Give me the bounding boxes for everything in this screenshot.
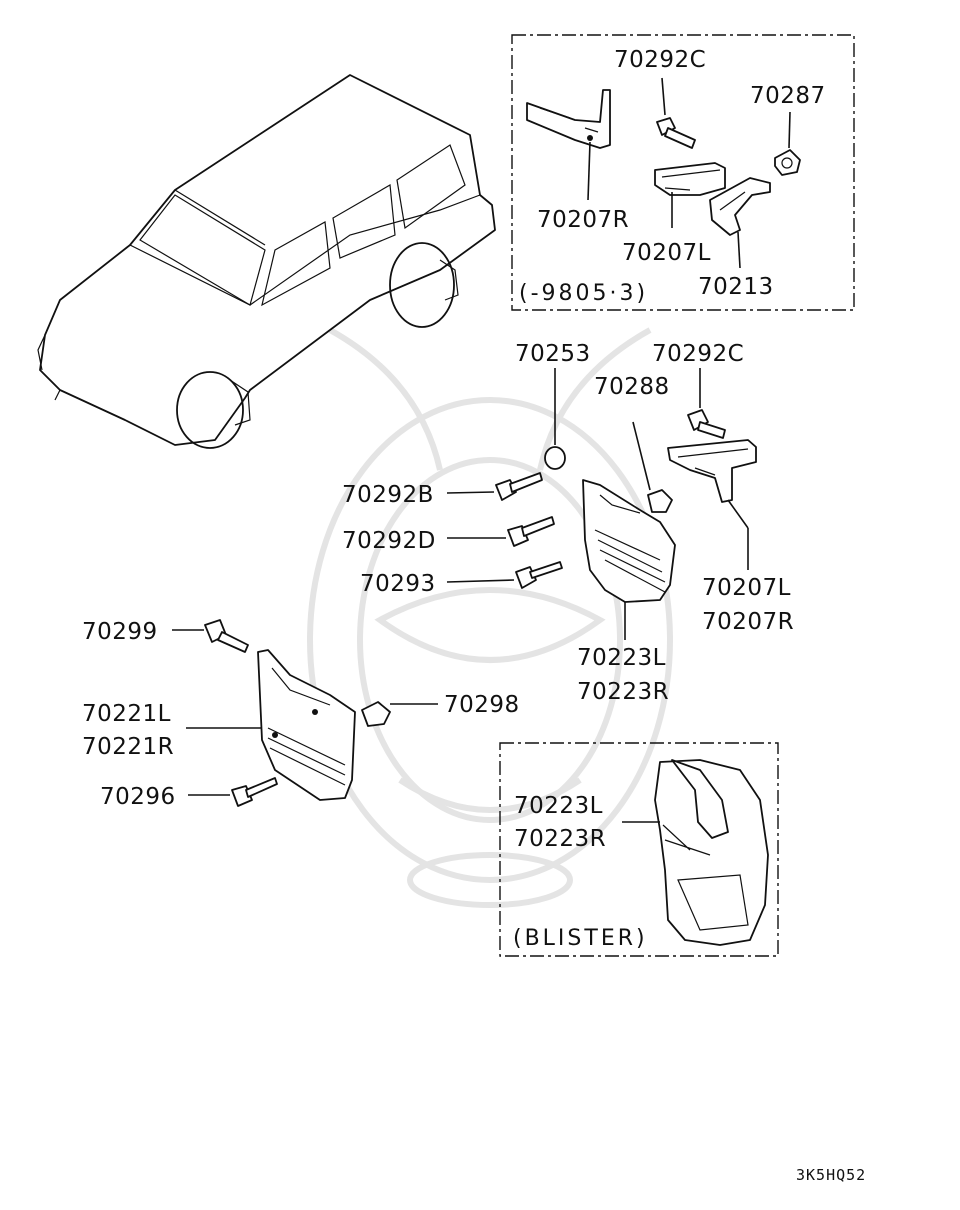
date-range-note: (-9805·3): [519, 281, 648, 306]
part-label: 70213: [698, 274, 774, 300]
bolt-icon: [687, 368, 726, 439]
bolt-icon: [188, 777, 278, 807]
diagram-code: 3K5HQ52: [796, 1166, 866, 1184]
part-label: 70288: [594, 374, 670, 400]
part-label: 70292D: [342, 528, 436, 554]
bracket-icon: [709, 177, 771, 236]
watermark-emblem-icon: [307, 327, 673, 908]
bracket-icon: [526, 89, 611, 149]
part-label: 70253: [515, 341, 591, 367]
bracket-icon: [654, 162, 726, 196]
bolt-icon: [446, 472, 543, 501]
bracket-icon: [667, 439, 757, 570]
bolt-icon: [446, 561, 563, 589]
part-label: 70223L: [577, 645, 666, 671]
grommet-icon: [632, 421, 673, 513]
mud-flap-icon: [582, 479, 676, 640]
bolt-icon: [656, 77, 696, 149]
part-label: 70292B: [342, 482, 434, 508]
bolt-icon: [172, 619, 249, 653]
mud-flap-icon: [257, 649, 356, 801]
variant-box-9805: [511, 34, 855, 311]
part-label: 70207L: [702, 575, 791, 601]
nut-icon: [774, 111, 801, 176]
part-label: 70293: [360, 571, 436, 597]
bolt-icon: [447, 516, 555, 547]
grommet-icon: [544, 368, 566, 470]
mud-flap-icon: [654, 759, 769, 946]
grommet-icon: [361, 701, 438, 727]
part-label: 70296: [100, 784, 176, 810]
part-label: 70221L: [82, 701, 171, 727]
part-label: 70298: [444, 692, 520, 718]
part-label: 70207R: [537, 207, 629, 233]
part-label: 70223R: [514, 826, 606, 852]
part-label: 70223L: [514, 793, 603, 819]
part-label: 70223R: [577, 679, 669, 705]
part-label: 70207L: [622, 240, 711, 266]
part-label: 70287: [750, 83, 826, 109]
part-label: 70207R: [702, 609, 794, 635]
part-label: 70292C: [614, 47, 706, 73]
part-label: 70299: [82, 619, 158, 645]
part-label: 70292C: [652, 341, 744, 367]
blister-note: (BLISTER): [513, 926, 648, 951]
part-label: 70221R: [82, 734, 174, 760]
variant-box-blister: [499, 742, 779, 957]
vehicle-outline-icon: [37, 74, 496, 449]
